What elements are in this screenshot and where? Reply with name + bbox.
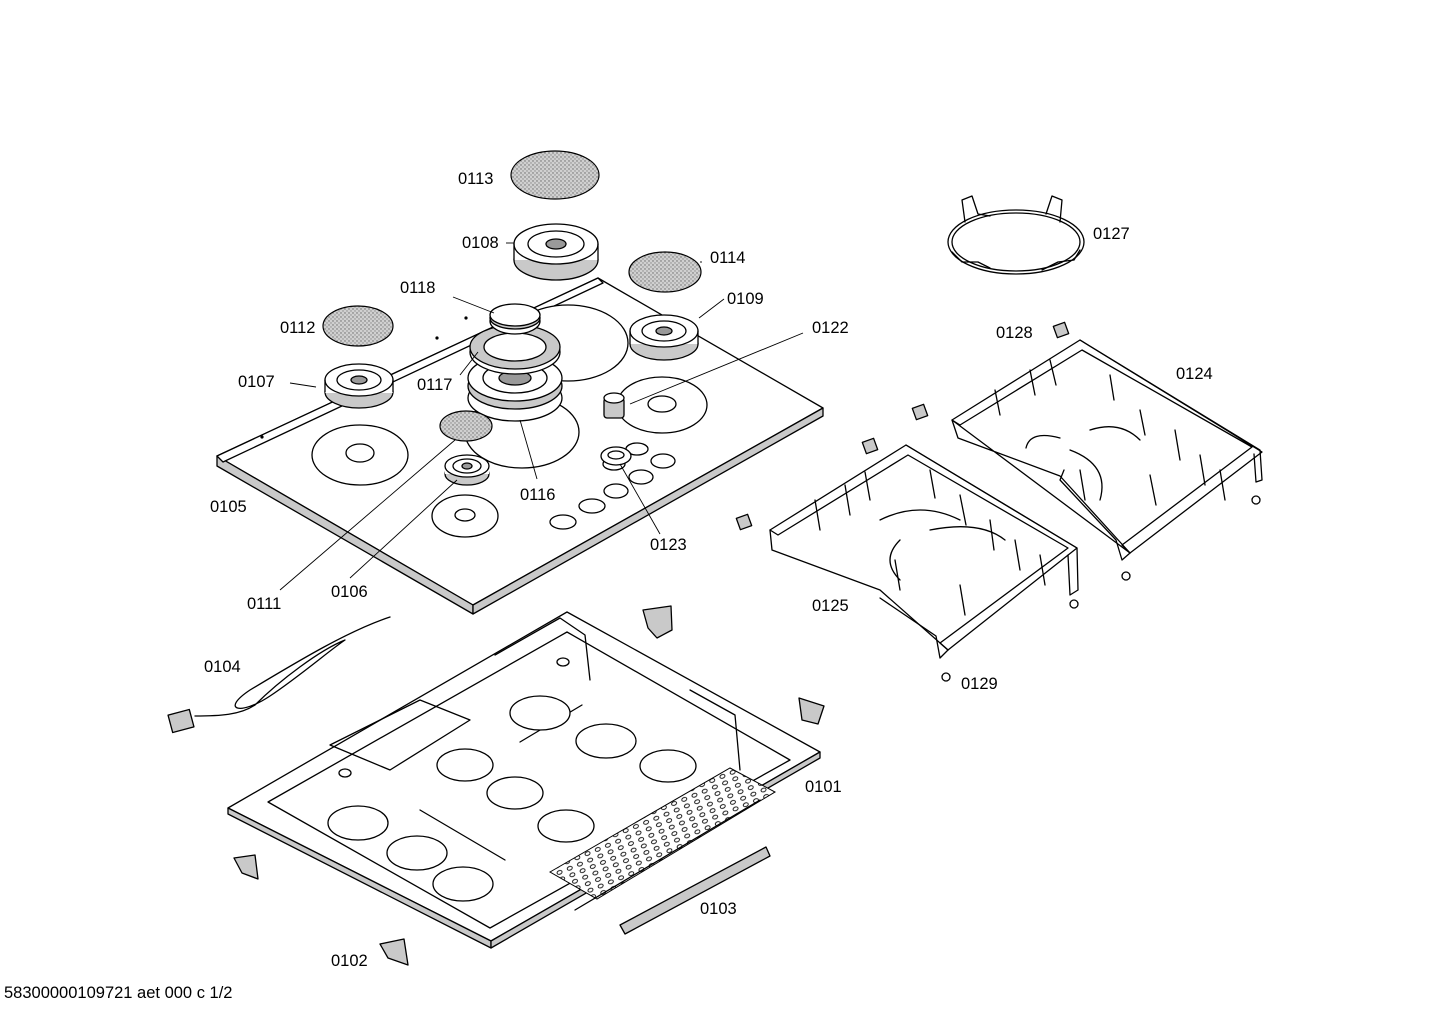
label-0111: 0111	[247, 595, 281, 613]
label-0128: 0128	[996, 324, 1033, 342]
label-0102: 0102	[331, 952, 368, 970]
part-labels: 0101 0102 0103 0104 0105 0106 0107 0108 …	[204, 170, 1213, 970]
label-0106: 0106	[331, 583, 368, 601]
label-0129: 0129	[961, 675, 998, 693]
label-0114: 0114	[710, 249, 745, 267]
knob-ring-0123	[600, 446, 632, 466]
label-0107: 0107	[238, 373, 275, 391]
pan-support-grid-0125	[769, 444, 1079, 682]
label-0113: 0113	[458, 170, 493, 188]
clip-0128	[735, 321, 1070, 531]
filter-disc-0113	[510, 150, 600, 200]
cable-0104	[167, 616, 391, 734]
burner-cap-0108	[513, 223, 599, 281]
label-0122: 0122	[812, 319, 849, 337]
burner-cap-0107	[324, 363, 394, 409]
base-tray-0101	[227, 611, 821, 949]
mounting-clips-0102	[233, 605, 825, 966]
label-0123: 0123	[650, 536, 687, 554]
leader-lines	[279, 242, 804, 591]
label-0108: 0108	[462, 234, 499, 252]
burner-cap-0106	[444, 454, 490, 486]
igniter-0122	[603, 392, 625, 419]
document-code: 58300000109721 aet 000 c 1/2	[4, 984, 232, 1002]
filter-disc-0114	[628, 251, 702, 293]
filter-disc-0112	[322, 305, 394, 347]
trim-strip-0103	[619, 846, 771, 935]
label-0118: 0118	[400, 279, 435, 297]
label-0105: 0105	[210, 498, 247, 516]
label-0127: 0127	[1093, 225, 1130, 243]
label-0125: 0125	[812, 597, 849, 615]
burner-cap-0109	[629, 314, 699, 361]
label-0104: 0104	[204, 658, 241, 676]
filter-disc-0111	[439, 410, 493, 442]
label-0117: 0117	[417, 376, 452, 394]
label-0109: 0109	[727, 290, 764, 308]
label-0101: 0101	[805, 778, 842, 796]
label-0103: 0103	[700, 900, 737, 918]
wok-ring-0127	[947, 195, 1085, 275]
label-0124: 0124	[1176, 365, 1213, 383]
label-0116: 0116	[520, 486, 555, 504]
pan-support-grid-0124	[951, 339, 1263, 581]
label-0112: 0112	[280, 319, 315, 337]
wok-burner-assembly	[467, 303, 563, 422]
